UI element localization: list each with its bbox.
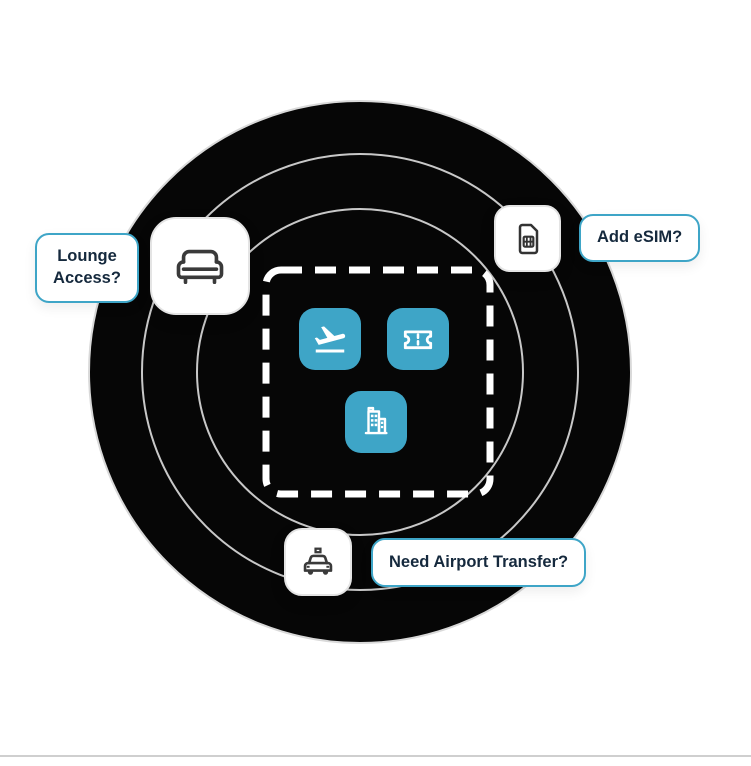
- add-esim-label: Add eSIM?: [597, 228, 683, 247]
- add-esim-bubble[interactable]: Add eSIM?: [579, 214, 701, 262]
- ticket-icon: [399, 320, 437, 358]
- radar-ring-inner: [196, 208, 524, 536]
- sofa-icon: [171, 237, 229, 295]
- sim-card-icon: [508, 219, 548, 259]
- lounge-icon-card[interactable]: [150, 217, 250, 315]
- ticket-tile: [387, 308, 449, 370]
- building-icon: [358, 404, 394, 440]
- lounge-access-bubble[interactable]: Lounge Access?: [35, 233, 139, 303]
- building-tile: [345, 391, 407, 453]
- dashed-core-zone: [262, 266, 494, 498]
- taxi-icon: [297, 541, 339, 583]
- lounge-access-label: Lounge Access?: [53, 247, 121, 287]
- airport-transfer-bubble[interactable]: Need Airport Transfer?: [371, 538, 587, 587]
- bottom-divider: [0, 755, 751, 757]
- airport-transfer-label: Need Airport Transfer?: [389, 552, 569, 571]
- transfer-icon-card[interactable]: [284, 528, 352, 596]
- radar-ring-middle: [141, 153, 579, 591]
- esim-icon-card[interactable]: [494, 205, 561, 272]
- flight-takeoff-icon: [312, 321, 348, 357]
- flight-tile: [299, 308, 361, 370]
